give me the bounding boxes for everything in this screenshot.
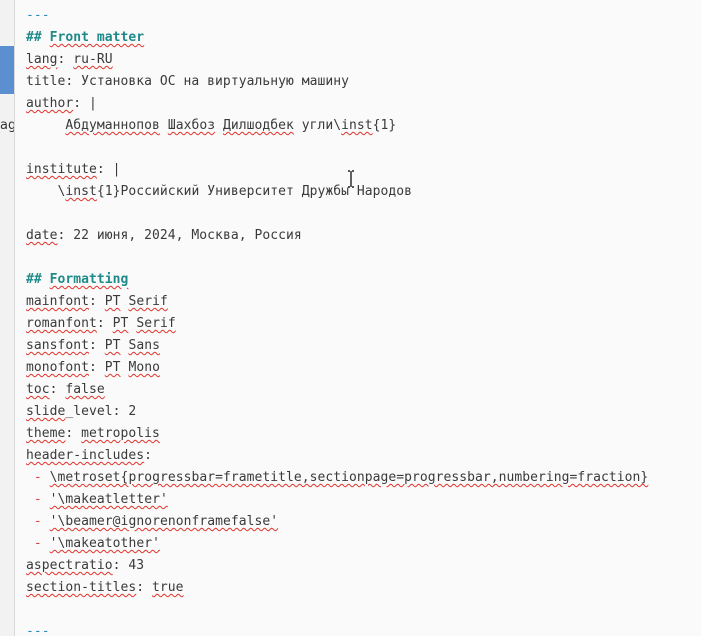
- line-toc: toc: false: [26, 382, 105, 397]
- heading-formatting: ## Formatting: [26, 272, 129, 287]
- line-header-include-4: - '\makeatother': [33, 536, 160, 551]
- text-cursor-icon: [348, 170, 354, 188]
- markdown-editor[interactable]: --- ## Front matter lang: ru-RU title: У…: [14, 0, 701, 639]
- line-slide-level: slide_level: 2: [26, 404, 137, 419]
- background-window-text: ag: [0, 118, 17, 133]
- line-section-titles: section-titles: true: [26, 580, 184, 595]
- line-monofont: monofont: PT Mono: [26, 360, 160, 375]
- yaml-separator-bottom: ---: [26, 624, 50, 639]
- line-theme: theme: metropolis: [26, 426, 160, 441]
- line-author-name: Абдуманнопов Шахбоз Дилшодбек угли\inst{…: [65, 118, 397, 133]
- line-title: title: Установка ОС на виртуальную машин…: [26, 74, 349, 89]
- line-author: author: |: [26, 96, 97, 111]
- line-institute: institute: |: [26, 162, 121, 177]
- line-lang: lang: ru-RU: [26, 52, 113, 67]
- background-window: ag: [0, 0, 17, 636]
- line-header-include-3: - '\beamer@ignorenonframefalse': [33, 514, 279, 529]
- yaml-separator-top: ---: [26, 8, 50, 23]
- line-header-includes: header-includes:: [26, 448, 153, 463]
- heading-front-matter: ## Front matter: [26, 30, 145, 45]
- line-date: date: 22 июня, 2024, Москва, Россия: [26, 228, 302, 243]
- line-sansfont: sansfont: PT Sans: [26, 338, 160, 353]
- line-header-include-2: - '\makeatletter': [33, 492, 168, 507]
- line-mainfont: mainfont: PT Serif: [26, 294, 168, 309]
- line-header-include-1: - \metroset{progressbar=frametitle,secti…: [33, 470, 649, 485]
- line-institute-value: \inst{1}Российский Университет Дружбы На…: [57, 184, 412, 199]
- line-romanfont: romanfont: PT Serif: [26, 316, 176, 331]
- line-aspectratio: aspectratio: 43: [26, 558, 145, 573]
- background-window-accent-bar: [0, 46, 14, 94]
